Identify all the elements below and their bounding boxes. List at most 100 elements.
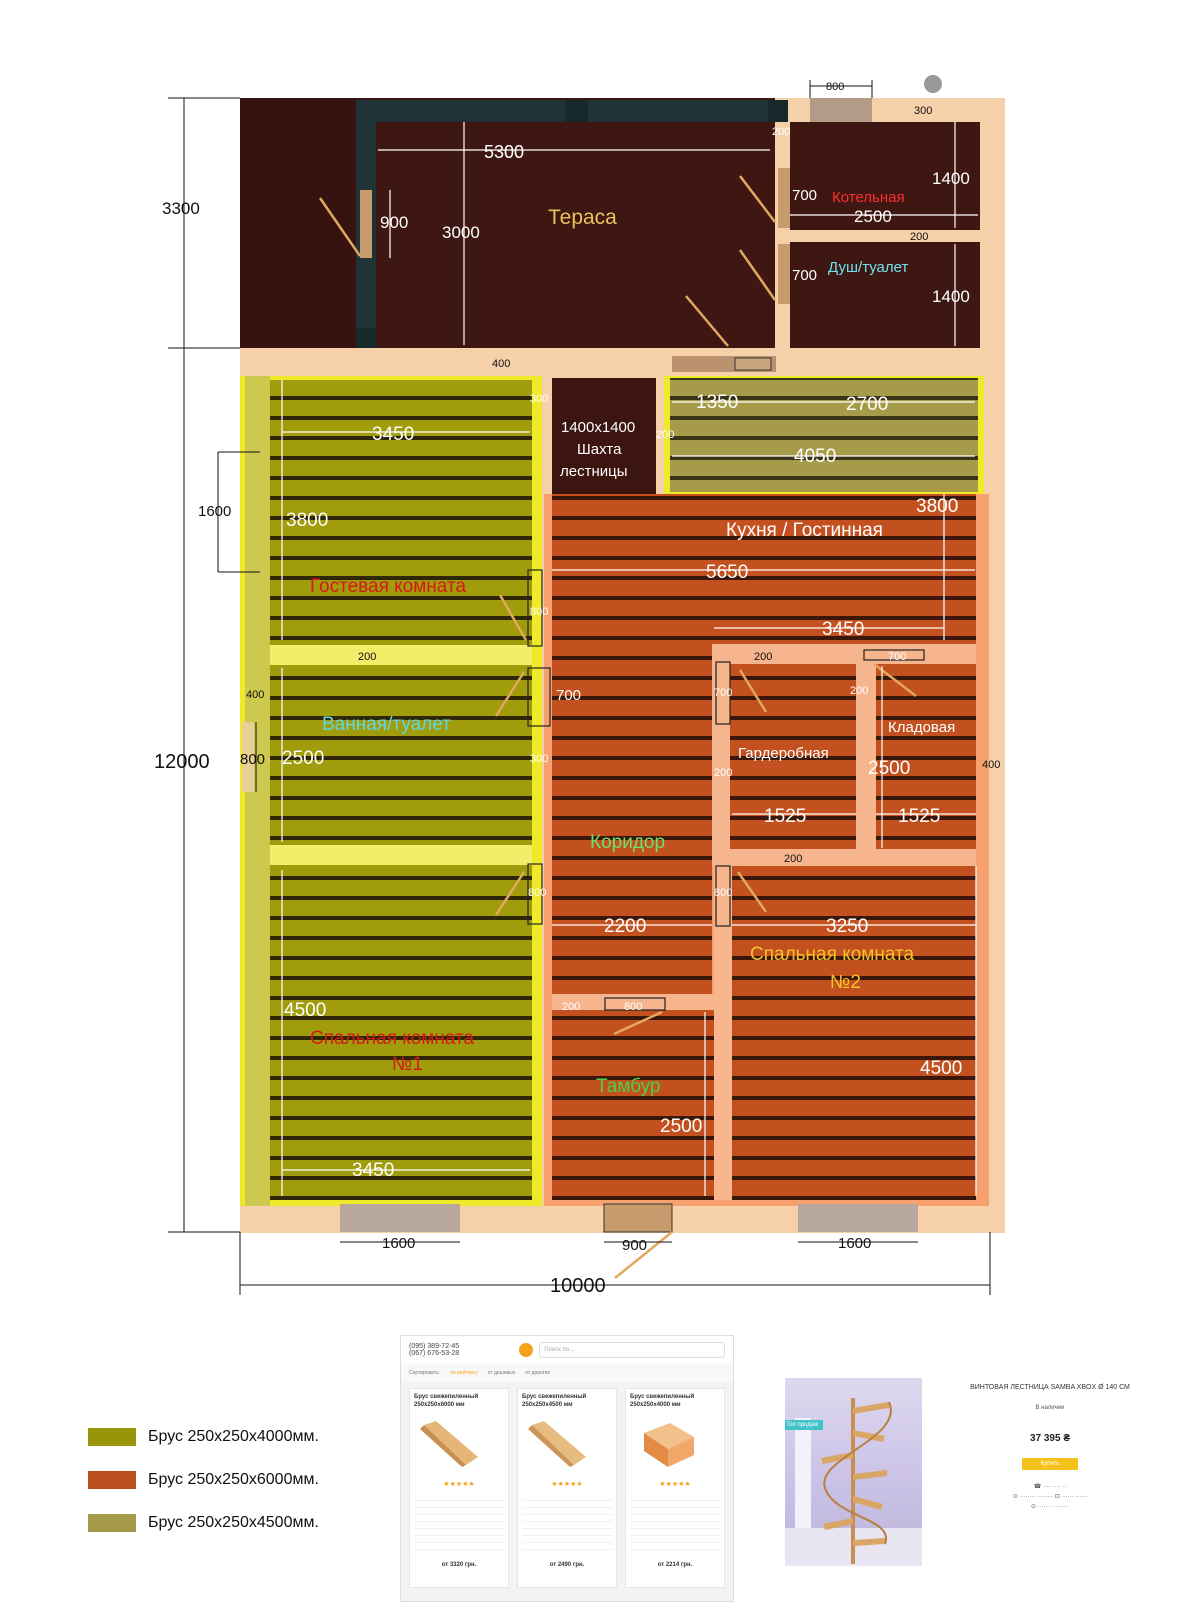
shop-logo-icon[interactable]: [519, 1343, 534, 1357]
legend-label: Брус 250х250х4500мм.: [148, 1513, 319, 1531]
product-list: Брус свежепиленный 250х250х6000 мм ★★★★★…: [401, 1382, 733, 1594]
wall-vestibule-top: [552, 994, 732, 1010]
stair-links: ☎ ···· ···· ·· ⊙ ········ ········ ⊡ ···…: [950, 1482, 1150, 1512]
dim-2500-b: 2500: [282, 748, 324, 769]
dim-3800-a: 3800: [286, 510, 328, 531]
stair-availability: В наличии: [1035, 1405, 1065, 1411]
shop-phone-1[interactable]: (095) 389-72-45: [409, 1343, 460, 1350]
dim-12000: 12000: [154, 751, 210, 773]
chimney-icon: [924, 75, 942, 93]
material-legend: Брус 250х250х4000мм. Брус 250х250х6000мм…: [88, 1415, 319, 1544]
dim-200-a: 200: [772, 126, 790, 138]
top-sale-badge: Топ продаж: [785, 1420, 824, 1430]
room-guest: Гостевая комната: [310, 576, 466, 597]
stair-shaft-label-2: лестницы: [560, 463, 628, 480]
product-specs: [522, 1494, 612, 1554]
dim-800-d: 800: [714, 887, 732, 899]
dim-1600-a: 1600: [198, 503, 231, 520]
sort-option-expensive[interactable]: от дорогих: [525, 1370, 550, 1376]
dim-200-h: 200: [784, 853, 802, 865]
shower-room-floor: [790, 242, 980, 348]
stair-title: ВИНТОВАЯ ЛЕСТНИЦА SAMBA XBOX Ø 140 СМ: [970, 1384, 1130, 1391]
dim-700-c: 700: [888, 651, 906, 663]
product-title[interactable]: Брус свежепиленный 250х250х6000 мм: [414, 1394, 479, 1408]
dim-700-e: 700: [714, 687, 732, 699]
top-window: [810, 98, 872, 122]
product-price: от 2214 грн.: [657, 1562, 693, 1568]
dim-200-g: 200: [714, 767, 732, 779]
dim-2500-a: 2500: [854, 207, 892, 226]
shop-search-input[interactable]: Поиск по...: [539, 1342, 725, 1358]
product-title[interactable]: Брус свежепиленный 250х250х4500 мм: [522, 1394, 587, 1408]
dim-3450-c: 3450: [352, 1160, 394, 1181]
vestibule-floor: [552, 1010, 716, 1200]
room-boiler: Котельная: [832, 189, 905, 206]
dim-3800-b: 3800: [916, 496, 958, 517]
rating-stars-icon: ★★★★★: [443, 1481, 475, 1488]
dim-800-c: 800: [528, 887, 546, 899]
product-specs: [630, 1494, 720, 1554]
dim-2500-d: 2500: [660, 1116, 702, 1137]
entrance-door: [603, 1203, 673, 1233]
room-bedroom2-line2: №2: [830, 972, 861, 993]
dim-1350: 1350: [696, 392, 738, 413]
door-vestibule: [604, 997, 666, 1011]
dim-400-b: 400: [246, 689, 264, 701]
door-bed1: [527, 863, 543, 925]
product-title[interactable]: Брус свежепиленный 250х250х4000 мм: [630, 1394, 695, 1408]
sort-option-cheap[interactable]: от дешевых: [487, 1370, 516, 1376]
door-swings: [318, 175, 917, 1279]
door-wardrobe: [715, 661, 731, 725]
dim-1525-a: 1525: [764, 806, 806, 827]
wall-bed2-left: [714, 866, 732, 1200]
legend-item: Брус 250х250х4000мм.: [88, 1415, 319, 1458]
shop-phone-2[interactable]: (067) 676-53-28: [409, 1350, 460, 1357]
dim-1525-b: 1525: [898, 806, 940, 827]
bedroom1-floor: [270, 865, 532, 1200]
dim-200-d: 200: [358, 651, 376, 663]
dim-200-e: 200: [754, 651, 772, 663]
shower-door: [778, 244, 790, 304]
product-card[interactable]: Брус свежепиленный 250х250х4500 мм ★★★★★…: [517, 1388, 617, 1588]
outer-dimension-lines: [168, 80, 991, 1295]
room-wardrobe: Гардеробная: [738, 745, 829, 762]
dim-2200: 2200: [604, 916, 646, 937]
terrace-post-bottom: [356, 328, 376, 348]
dim-1400-b: 1400: [932, 287, 970, 306]
dim-3250: 3250: [826, 916, 868, 937]
room-pantry: Кладовая: [888, 719, 955, 736]
product-card[interactable]: Брус свежепиленный 250х250х6000 мм ★★★★★…: [409, 1388, 509, 1588]
dim-200-f: 200: [850, 685, 868, 697]
dim-400-c: 400: [982, 759, 1000, 771]
dim-3450-a: 3450: [372, 424, 414, 445]
floor-plan: 800 300 5300 200 3300 900 3000 700 1400 …: [154, 75, 1005, 1297]
buy-button[interactable]: Купить: [1022, 1458, 1078, 1470]
terrace-post-mid: [566, 100, 588, 122]
dim-700-b: 700: [792, 267, 817, 284]
stair-price: 37 395 ₴: [1029, 1433, 1071, 1444]
product-card[interactable]: Брус свежепиленный 250х250х4000 мм ★★★★★…: [625, 1388, 725, 1588]
dim-300-top: 300: [914, 105, 932, 117]
room-shower: Душ/туалет: [828, 259, 908, 276]
legend-label: Брус 250х250х6000мм.: [148, 1470, 319, 1488]
delivery-line-icon[interactable]: ⊙ ········ ········ ⊡ ······ ······: [1012, 1494, 1088, 1500]
dim-300-c: 300: [530, 753, 548, 765]
kitchen-floor: [552, 494, 976, 644]
inner-dimension-lines: [281, 122, 978, 1196]
window-bed2: [798, 1204, 918, 1232]
door-bed2: [715, 865, 731, 927]
corridor-floor: [552, 644, 712, 994]
window-left: [242, 722, 254, 792]
dim-800-e: 800: [624, 1001, 642, 1013]
room-corridor: Коридор: [590, 832, 665, 853]
dim-3000: 3000: [442, 223, 480, 242]
dim-2700: 2700: [846, 394, 888, 415]
dim-700-d: 700: [556, 687, 581, 704]
shop-phones: (095) 389-72-45 (067) 676-53-28: [409, 1343, 459, 1357]
wall-wardrobe-left: [712, 644, 730, 854]
rating-stars-icon: ★★★★★: [659, 1481, 691, 1488]
dim-4050: 4050: [794, 446, 836, 467]
address-line-icon[interactable]: ⊙ ····· · ········: [1030, 1504, 1069, 1510]
bedroom2-floor: [732, 866, 976, 1200]
sort-option-rating[interactable]: по рейтингу: [450, 1370, 478, 1376]
